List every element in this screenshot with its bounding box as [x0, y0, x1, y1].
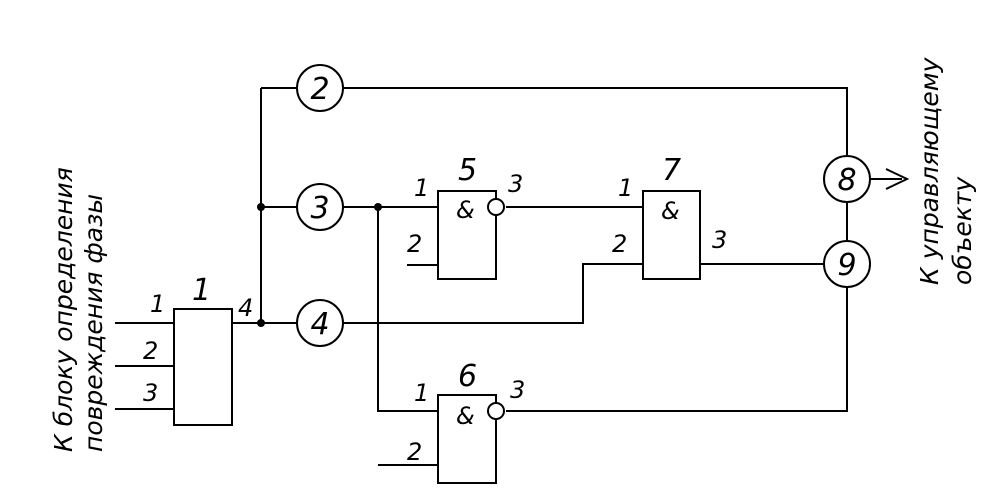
junction-dot: [257, 203, 265, 211]
block-6-input2-label: 2: [407, 438, 422, 466]
block-6-output-label: 3: [510, 376, 525, 404]
block-5-inverter-icon: [487, 198, 505, 216]
block-7-output-label: 3: [712, 226, 727, 254]
block-6-inverter-icon: [487, 402, 505, 420]
block-6-symbol: &: [456, 402, 475, 430]
output-arrow-icon: [870, 168, 910, 190]
circle-element-2-outline: [296, 64, 344, 112]
block-1-output-label: 4: [238, 294, 253, 322]
wire-node-to-block6: [377, 207, 438, 412]
junction-dot: [374, 203, 382, 211]
block-5-input1-label: 1: [414, 174, 429, 202]
circle-element-9-label: 9: [837, 248, 856, 283]
block-7-input2-label: 2: [612, 230, 627, 258]
wire-circle4-to-block7: [343, 263, 643, 324]
circle-element-3: 3: [296, 183, 344, 231]
junction-dot: [257, 319, 265, 327]
right-label-line2: объекту: [948, 176, 977, 285]
left-label-line1: К блоку определения: [49, 167, 78, 452]
circle-element-2-label: 2: [310, 72, 329, 107]
circle-element-8-outline: [823, 155, 871, 203]
block-7-number: 7: [662, 153, 681, 188]
wires: [115, 87, 910, 466]
block-1: 1 1 2 3 4: [143, 273, 253, 426]
block-6-number: 6: [458, 359, 477, 394]
block-7: 7 & 1 2 3: [612, 153, 727, 280]
circle-element-2: 2: [296, 64, 344, 112]
right-label-line1: К управляющему: [915, 56, 944, 285]
junctions: [257, 203, 382, 327]
circle-element-4-label: 4: [310, 307, 329, 342]
block-7-symbol: &: [661, 197, 680, 225]
block-6-body: [437, 394, 497, 484]
circle-element-4-outline: [296, 299, 344, 347]
circle-element-3-outline: [296, 183, 344, 231]
right-label: К управляющему объекту: [915, 56, 977, 285]
left-label-line2: повреждения фазы: [79, 194, 108, 452]
block-5-output-label: 3: [508, 170, 523, 198]
left-label: К блоку определения повреждения фазы: [49, 167, 108, 452]
block-5-input2-label: 2: [407, 230, 422, 258]
block-5-symbol: &: [456, 196, 475, 224]
block-5-number: 5: [458, 153, 477, 188]
block-1-input2-label: 2: [143, 337, 158, 365]
circle-element-9-outline: [823, 240, 871, 288]
circle-element-3-label: 3: [310, 191, 329, 226]
block-6-input1-label: 1: [414, 379, 429, 407]
block-5: 5 & 1 2 3: [407, 153, 523, 280]
circle-element-8-label: 8: [837, 163, 856, 198]
block-1-body: [173, 308, 233, 426]
block-7-body: [642, 190, 701, 280]
block-7-input1-label: 1: [618, 174, 633, 202]
circle-element-4: 4: [296, 299, 344, 347]
block-1-input3-label: 3: [143, 379, 158, 407]
block-6: 6 & 1 2 3: [407, 359, 525, 484]
wire-circle2-to-circle8: [343, 87, 848, 156]
circle-element-9: 9: [823, 240, 871, 288]
block-1-number: 1: [192, 273, 211, 308]
block-1-input1-label: 1: [150, 290, 165, 318]
wire-block6-to-circle9: [506, 287, 848, 412]
block-5-body: [437, 190, 497, 280]
circle-element-8: 8: [823, 155, 871, 203]
